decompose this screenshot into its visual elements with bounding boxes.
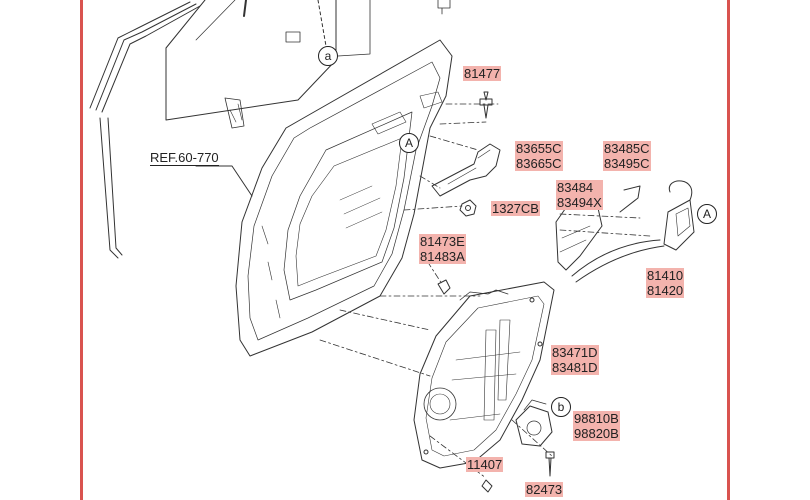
part-number: 11407 bbox=[466, 457, 504, 472]
top-bracket bbox=[437, 0, 451, 15]
door-inner-panel bbox=[235, 39, 453, 357]
cable-clip bbox=[619, 185, 641, 213]
part-label-83484: 83484 83494X bbox=[556, 180, 603, 210]
part-number: 81477 bbox=[463, 66, 502, 81]
latch-bracket bbox=[431, 143, 501, 197]
window-regulator-module bbox=[413, 281, 555, 469]
part-number: 83495C bbox=[603, 156, 651, 171]
part-label-11407: 11407 bbox=[466, 457, 504, 472]
bolt-81477 bbox=[479, 91, 493, 119]
part-label-83485c: 83485C 83495C bbox=[603, 141, 651, 171]
callout-a-right: A bbox=[697, 204, 717, 224]
door-latch-assembly bbox=[571, 180, 695, 283]
part-number: 83485C bbox=[603, 141, 651, 156]
part-number: 82473 bbox=[525, 482, 564, 497]
part-label-83471d: 83471D 83481D bbox=[551, 345, 599, 375]
part-label-98810b: 98810B 98820B bbox=[573, 411, 620, 441]
part-number: 81410 bbox=[646, 268, 685, 283]
part-number: 81483A bbox=[419, 249, 466, 264]
part-label-81473e: 81473E 81483A bbox=[419, 234, 466, 264]
ref-label: REF.60-770 bbox=[150, 150, 219, 166]
part-label-83655c: 83655C 83665C bbox=[515, 141, 563, 171]
window-run-channel bbox=[89, 1, 201, 259]
part-label-82473: 82473 bbox=[525, 482, 564, 497]
screw-82473 bbox=[545, 451, 555, 477]
part-number: 83484 bbox=[556, 180, 603, 195]
part-number: 98820B bbox=[573, 426, 620, 441]
part-number: 83665C bbox=[515, 156, 563, 171]
part-number: 83494X bbox=[556, 195, 603, 210]
part-number: 83655C bbox=[515, 141, 563, 156]
part-number: 81420 bbox=[646, 283, 685, 298]
callout-b: b bbox=[551, 397, 571, 417]
frame-right-border bbox=[727, 0, 730, 500]
part-label-81410: 81410 81420 bbox=[646, 268, 685, 298]
part-number: 83471D bbox=[551, 345, 599, 360]
part-label-1327cb: 1327CB bbox=[491, 201, 540, 216]
frame-left-border bbox=[80, 0, 83, 500]
clip-81473e bbox=[437, 279, 451, 295]
part-number: 98810B bbox=[573, 411, 620, 426]
callout-a-upper-left: A bbox=[399, 133, 419, 153]
part-number: 1327CB bbox=[491, 201, 540, 216]
callout-a: a bbox=[318, 46, 338, 66]
part-label-81477: 81477 bbox=[463, 66, 502, 81]
bolt-11407 bbox=[481, 479, 493, 493]
part-number: 83481D bbox=[551, 360, 599, 375]
nut-1327cb bbox=[459, 199, 477, 217]
part-number: 81473E bbox=[419, 234, 466, 249]
door-glass bbox=[165, 0, 337, 129]
regulator-motor bbox=[515, 399, 553, 447]
